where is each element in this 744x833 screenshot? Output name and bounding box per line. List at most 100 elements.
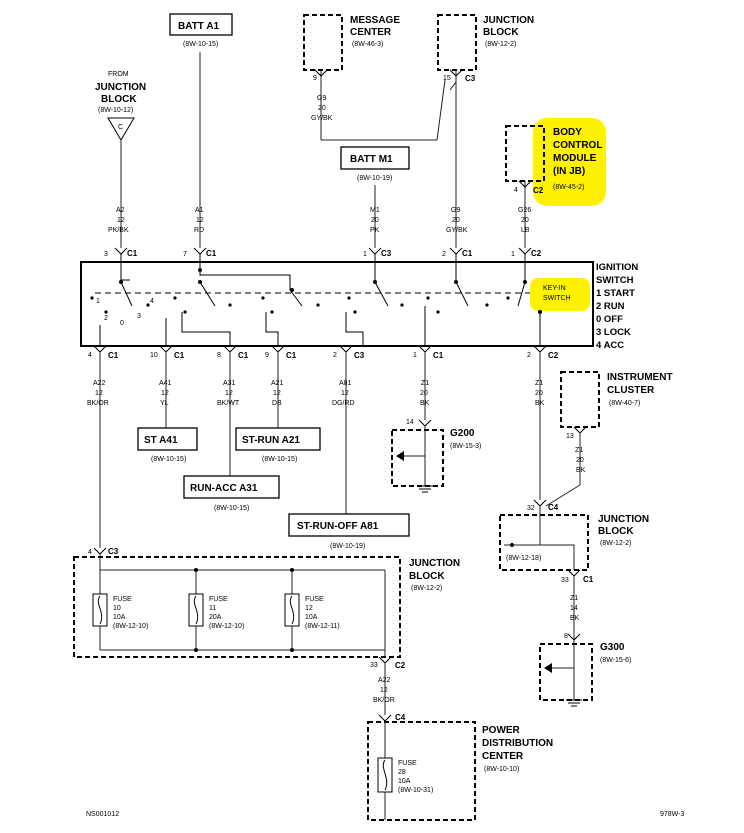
batt-a1-label: BATT A1 (8W-10-15) <box>169 13 233 48</box>
svg-text:C1: C1 <box>462 249 473 258</box>
svg-text:20A: 20A <box>209 614 222 621</box>
svg-text:4 ACC: 4 ACC <box>596 340 624 351</box>
svg-text:IGNITION: IGNITION <box>596 262 638 273</box>
svg-text:ST A41: ST A41 <box>144 435 178 446</box>
svg-text:ST-RUN-OFF A81: ST-RUN-OFF A81 <box>297 521 379 532</box>
svg-text:POWER: POWER <box>482 725 521 736</box>
svg-text:10: 10 <box>150 352 158 359</box>
junction-block-bottom-output: 33 C2 A22 12 BK/OR C4 <box>370 656 406 722</box>
svg-text:DISTRIBUTION: DISTRIBUTION <box>482 738 553 749</box>
svg-text:CENTER: CENTER <box>350 27 392 38</box>
svg-text:10A: 10A <box>305 614 318 621</box>
svg-text:20: 20 <box>318 105 326 112</box>
top-wire-g26: G26 20 LB 1 C2 <box>511 207 542 258</box>
svg-text:(8W-10-15): (8W-10-15) <box>151 456 186 463</box>
svg-text:INSTRUMENT: INSTRUMENT <box>607 372 673 383</box>
svg-text:20: 20 <box>420 390 428 397</box>
svg-text:12: 12 <box>273 390 281 397</box>
svg-text:KEY-IN: KEY-IN <box>543 285 566 292</box>
bcm-highlight <box>533 118 606 206</box>
svg-text:BLOCK: BLOCK <box>483 27 519 38</box>
svg-text:33: 33 <box>370 662 378 669</box>
svg-text:C3: C3 <box>381 249 392 258</box>
svg-text:ST-RUN A21: ST-RUN A21 <box>242 435 300 446</box>
svg-text:A1: A1 <box>195 207 204 214</box>
svg-text:BK: BK <box>420 400 430 407</box>
svg-text:14: 14 <box>406 419 414 426</box>
svg-text:RUN-ACC A31: RUN-ACC A31 <box>190 483 258 494</box>
svg-text:C1: C1 <box>286 351 297 360</box>
svg-text:1: 1 <box>413 352 417 359</box>
bottom-wire-z1-c1: 1 C1 Z1 20 BK <box>413 351 444 407</box>
bottom-wire-a31: 8 C1 A31 12 BK/WT <box>217 351 249 407</box>
svg-text:(8W-12-2): (8W-12-2) <box>600 540 631 547</box>
ground-arrow-icon <box>396 451 404 461</box>
svg-text:DB: DB <box>272 400 282 407</box>
message-center-component: MESSAGE CENTER (8W-46-3) 9 <box>303 14 400 82</box>
svg-text:A31: A31 <box>223 380 236 387</box>
svg-text:RD: RD <box>194 227 204 234</box>
svg-text:(8W-12-10): (8W-12-10) <box>113 623 148 630</box>
svg-text:20: 20 <box>576 457 584 464</box>
bottom-wire-lines <box>99 352 541 548</box>
svg-text:C1: C1 <box>174 351 185 360</box>
svg-text:G9: G9 <box>317 95 326 102</box>
svg-text:(IN JB): (IN JB) <box>553 166 585 177</box>
svg-text:(8W-10-15): (8W-10-15) <box>262 456 297 463</box>
svg-text:JUNCTION: JUNCTION <box>483 15 534 26</box>
svg-text:G9: G9 <box>451 207 460 214</box>
junction-block-top-component: JUNCTION BLOCK (8W-12-2) 15 C3 <box>437 14 534 83</box>
svg-text:BK: BK <box>576 467 586 474</box>
svg-text:2: 2 <box>104 315 108 322</box>
svg-text:28: 28 <box>398 769 406 776</box>
svg-text:33: 33 <box>561 577 569 584</box>
svg-text:MODULE: MODULE <box>553 153 597 164</box>
svg-text:7: 7 <box>183 251 187 258</box>
svg-text:C1: C1 <box>238 351 249 360</box>
svg-text:G300: G300 <box>600 642 625 653</box>
svg-text:10: 10 <box>113 605 121 612</box>
svg-text:(8W-15-3): (8W-15-3) <box>450 443 481 450</box>
svg-text:(8W-12-2): (8W-12-2) <box>411 585 442 592</box>
svg-text:12: 12 <box>117 217 125 224</box>
svg-text:20: 20 <box>521 217 529 224</box>
svg-text:FROM: FROM <box>108 71 129 78</box>
svg-text:(8W-12-18): (8W-12-18) <box>506 555 541 562</box>
svg-text:C1: C1 <box>433 351 444 360</box>
svg-text:4: 4 <box>514 187 518 194</box>
svg-text:(8W-10-10): (8W-10-10) <box>484 766 519 773</box>
svg-text:FUSE: FUSE <box>113 596 132 603</box>
svg-text:CONTROL: CONTROL <box>553 140 602 151</box>
source-triangle-icon <box>107 117 135 141</box>
connector-symbols-top <box>114 69 532 262</box>
svg-text:CENTER: CENTER <box>482 751 524 762</box>
svg-text:C: C <box>118 124 123 131</box>
svg-text:CLUSTER: CLUSTER <box>607 385 655 396</box>
svg-text:C3: C3 <box>108 547 119 556</box>
bottom-wire-a22: 4 C1 A22 12 BK/OR <box>87 351 119 407</box>
svg-text:(8W-12-10): (8W-12-10) <box>209 623 244 630</box>
svg-text:BK/WT: BK/WT <box>217 400 240 407</box>
svg-text:10A: 10A <box>113 614 126 621</box>
svg-text:BK: BK <box>535 400 545 407</box>
svg-text:GY/BK: GY/BK <box>446 227 468 234</box>
svg-text:C1: C1 <box>583 575 594 584</box>
svg-text:3: 3 <box>104 251 108 258</box>
svg-text:2: 2 <box>442 251 446 258</box>
svg-text:C1: C1 <box>127 249 138 258</box>
svg-text:A41: A41 <box>159 380 172 387</box>
svg-text:12: 12 <box>161 390 169 397</box>
svg-text:C4: C4 <box>395 713 406 722</box>
svg-text:1: 1 <box>96 298 100 305</box>
svg-text:Z1: Z1 <box>535 380 543 387</box>
top-wire-a1: A1 12 RD 7 C1 <box>183 207 217 258</box>
svg-text:13: 13 <box>566 433 574 440</box>
svg-text:A22: A22 <box>378 677 391 684</box>
bottom-wire-a81: 2 C3 A81 12 DG/RD <box>332 351 365 407</box>
svg-text:4: 4 <box>88 352 92 359</box>
svg-text:C3: C3 <box>354 351 365 360</box>
svg-text:15: 15 <box>443 75 451 82</box>
svg-text:2: 2 <box>333 352 337 359</box>
svg-text:(8W-10-31): (8W-10-31) <box>398 787 433 794</box>
svg-text:2: 2 <box>527 352 531 359</box>
